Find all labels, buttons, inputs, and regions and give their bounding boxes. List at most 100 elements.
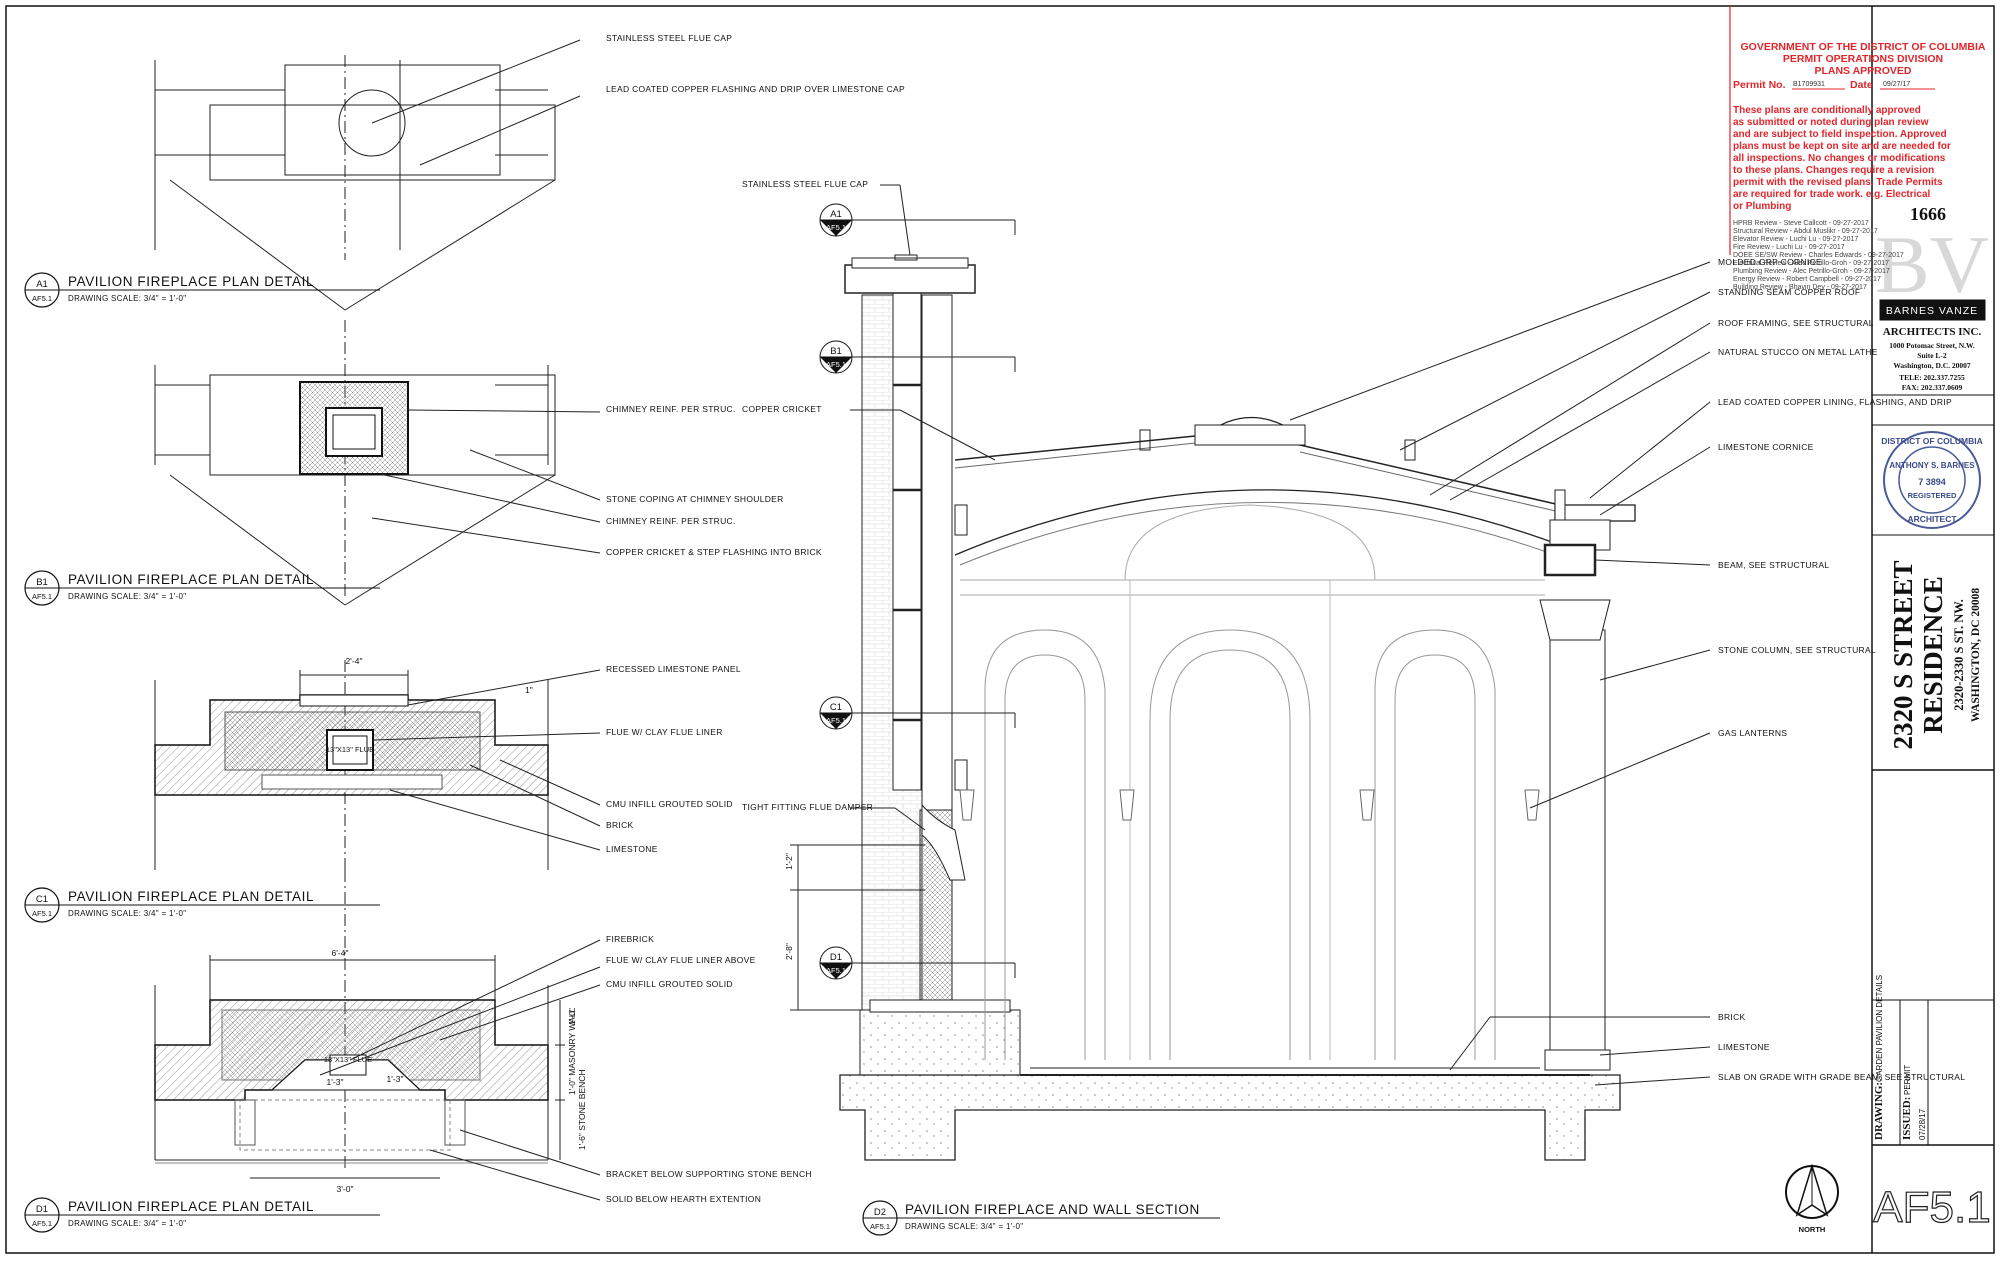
sheet-border <box>5 5 1995 1254</box>
svg-text:These plans are conditionally: These plans are conditionally approved <box>1733 105 1921 116</box>
c1-dims: 2'-4" 1" 13"X13" FLUE <box>326 656 533 754</box>
issued-date: 07/28/17 <box>1918 1108 1927 1140</box>
b1-title-block: B1 AF5.1 PAVILION FIREPLACE PLAN DETAIL … <box>24 570 380 606</box>
d1-dim-width: 6'-4" <box>332 948 349 958</box>
stamp-permit-no: B1709931 <box>1793 81 1825 88</box>
svg-text:Structural Review - Abdul Musl: Structural Review - Abdul Muslikr - 09-2… <box>1733 228 1878 235</box>
detail-b1 <box>154 320 601 606</box>
svg-text:Electrical Review - Alec Petri: Electrical Review - Alec Petrillo-Groh -… <box>1733 260 1889 267</box>
d1-tag: D1 <box>36 1204 48 1215</box>
d2-note-cricket: COPPER CRICKET <box>742 404 822 414</box>
svg-text:AF5.1: AF5.1 <box>826 966 846 975</box>
b1-note-1: CHIMNEY REINF. PER STRUC. <box>606 404 736 414</box>
b1-note-3: CHIMNEY REINF. PER STRUC. <box>606 516 736 526</box>
svg-text:ARCHITECT: ARCHITECT <box>1907 514 1957 524</box>
svg-text:LIMESTONE: LIMESTONE <box>1718 1042 1770 1052</box>
firm-name: BARNES VANZE <box>1886 305 1978 317</box>
svg-text:AF5.1: AF5.1 <box>826 716 846 725</box>
stamp-date: 09/27/17 <box>1883 81 1910 88</box>
d1-dim-left: 1'-3" <box>327 1077 344 1087</box>
c1-scale: DRAWING SCALE: 3/4" = 1'-0" <box>68 909 186 918</box>
a1-sheet-ref: AF5.1 <box>32 294 52 303</box>
title-block <box>1871 6 1994 1253</box>
d1-title: PAVILION FIREPLACE PLAN DETAIL <box>68 1199 314 1214</box>
svg-text:A1: A1 <box>830 209 842 220</box>
svg-text:Suite L-2: Suite L-2 <box>1917 351 1947 360</box>
d1-note-3: CMU INFILL GROUTED SOLID <box>606 979 733 989</box>
svg-text:Plumbing Review - Alec Petrill: Plumbing Review - Alec Petrillo-Groh - 0… <box>1733 268 1890 275</box>
stamp-gov: GOVERNMENT OF THE DISTRICT OF COLUMBIA <box>1741 41 1986 53</box>
d1-dim-wall: 1'-0" MASONRY WALL <box>567 1008 577 1095</box>
firm-name-2: ARCHITECTS INC. <box>1883 326 1982 338</box>
project-name-2: RESIDENCE <box>1918 576 1948 734</box>
svg-text:permit with the revised plans.: permit with the revised plans. Trade Per… <box>1733 177 1943 188</box>
svg-text:STANDING SEAM COPPER ROOF: STANDING SEAM COPPER ROOF <box>1718 287 1860 297</box>
d1-dim-bench: 1'-6" STONE BENCH <box>577 1069 587 1150</box>
c1-note-4: BRICK <box>606 820 634 830</box>
c1-note-3: CMU INFILL GROUTED SOLID <box>606 799 733 809</box>
svg-text:DISTRICT OF COLUMBIA: DISTRICT OF COLUMBIA <box>1881 436 1983 446</box>
c1-dim-recess: 1" <box>525 685 533 695</box>
d2-sheet-ref: AF5.1 <box>870 1222 890 1231</box>
a1-title: PAVILION FIREPLACE PLAN DETAIL <box>68 274 314 289</box>
project-info: 2320 S STREET RESIDENCE 2320-2330 S ST. … <box>1888 560 1982 749</box>
section-callouts: A1 AF5.1 B1 AF5.1 C1 AF5.1 D1 AF5.1 <box>819 203 853 980</box>
svg-text:LIMESTONE CORNICE: LIMESTONE CORNICE <box>1718 442 1814 452</box>
svg-text:and are subject to field inspe: and are subject to field inspection. App… <box>1733 129 1947 140</box>
detail-d1 <box>154 870 601 1201</box>
svg-text:D1: D1 <box>830 952 842 963</box>
b1-title: PAVILION FIREPLACE PLAN DETAIL <box>68 572 314 587</box>
svg-text:LEAD COATED COPPER LINING, FLA: LEAD COATED COPPER LINING, FLASHING, AND… <box>1718 397 1952 407</box>
b1-scale: DRAWING SCALE: 3/4" = 1'-0" <box>68 592 186 601</box>
d2-tag: D2 <box>874 1207 886 1218</box>
svg-text:or Plumbing: or Plumbing <box>1733 201 1791 212</box>
d1-flue-label: 13"X13" FLUE <box>324 1055 372 1064</box>
d1-notes: FIREBRICK FLUE W/ CLAY FLUE LINER ABOVE … <box>606 934 812 1204</box>
d1-scale: DRAWING SCALE: 3/4" = 1'-0" <box>68 1219 186 1228</box>
section-d2 <box>790 184 1711 1161</box>
d1-dim-bottom: 3'-0" <box>337 1184 354 1194</box>
callout-b1: B1 AF5.1 <box>819 340 853 374</box>
svg-text:C1: C1 <box>830 702 842 713</box>
north-arrow: NORTH <box>1785 1163 1839 1234</box>
c1-tag: C1 <box>36 894 48 905</box>
c1-notes: RECESSED LIMESTONE PANEL FLUE W/ CLAY FL… <box>606 664 741 854</box>
a1-tag: A1 <box>36 279 48 290</box>
stamp-approved: PLANS APPROVED <box>1814 65 1911 77</box>
a1-scale: DRAWING SCALE: 3/4" = 1'-0" <box>68 294 186 303</box>
svg-text:STONE COLUMN, SEE STRUCTURAL: STONE COLUMN, SEE STRUCTURAL <box>1718 645 1876 655</box>
svg-text:ROOF FRAMING, SEE STRUCTURAL: ROOF FRAMING, SEE STRUCTURAL <box>1718 318 1874 328</box>
svg-text:to these plans. Changes requi: to these plans. Changes require a revisi… <box>1733 165 1934 176</box>
svg-text:B1: B1 <box>830 346 842 357</box>
c1-title-block: C1 AF5.1 PAVILION FIREPLACE PLAN DETAIL … <box>24 887 380 923</box>
svg-text:DOEE SE/SW Review - Charles Ed: DOEE SE/SW Review - Charles Edwards - 09… <box>1733 252 1904 259</box>
d1-note-5: SOLID BELOW HEARTH EXTENTION <box>606 1194 761 1204</box>
project-address: 2320-2330 S ST. NW. <box>1952 599 1966 710</box>
b1-tag: B1 <box>36 577 48 588</box>
callout-a1: A1 AF5.1 <box>819 203 853 237</box>
svg-text:REGISTERED: REGISTERED <box>1908 491 1957 500</box>
svg-text:7 3894: 7 3894 <box>1918 477 1946 487</box>
d2-scale: DRAWING SCALE: 3/4" = 1'-0" <box>905 1222 1023 1231</box>
svg-text:all inspections. No changes o: all inspections. No changes or modificat… <box>1733 153 1946 164</box>
svg-text:Building Review - Bhavin Dey -: Building Review - Bhavin Dey - 09-27-201… <box>1733 284 1867 291</box>
project-name-1: 2320 S STREET <box>1888 560 1918 749</box>
d1-sheet-ref: AF5.1 <box>32 1219 52 1228</box>
c1-note-2: FLUE W/ CLAY FLUE LINER <box>606 727 723 737</box>
drawing-name: GARDEN PAVILION DETAILS <box>1875 975 1884 1082</box>
stamp-division: PERMIT OPERATIONS DIVISION <box>1783 53 1943 65</box>
d2-right-notes: MOLDED GRP CORNICE STANDING SEAM COPPER … <box>1718 257 1965 1082</box>
d2-left-notes: STAINLESS STEEL FLUE CAP COPPER CRICKET … <box>742 179 873 960</box>
callout-d1: D1 AF5.1 <box>819 946 853 980</box>
stamp-permit-label: Permit No. <box>1733 79 1786 91</box>
a1-note-2: LEAD COATED COPPER FLASHING AND DRIP OVE… <box>606 84 905 94</box>
drawing-label: DRAWING: <box>1873 1082 1885 1140</box>
c1-flue-label: 13"X13" FLUE <box>326 745 374 754</box>
stamp-conditions: These plans are conditionally approved a… <box>1733 105 1951 212</box>
d2-note-damper: TIGHT FITTING FLUE DAMPER <box>742 802 873 812</box>
d2-title: PAVILION FIREPLACE AND WALL SECTION <box>905 1202 1200 1217</box>
stamp-date-label: Date <box>1850 79 1873 91</box>
detail-c1 <box>154 660 601 870</box>
